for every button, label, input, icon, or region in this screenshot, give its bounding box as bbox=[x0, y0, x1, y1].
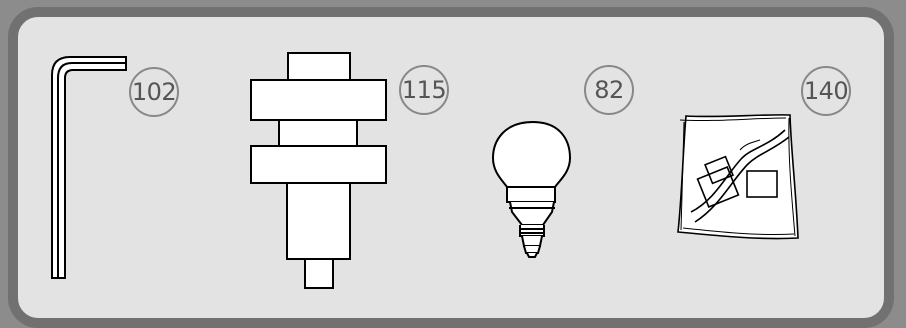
light-bulb-icon bbox=[491, 120, 572, 258]
part-number-115: 115 bbox=[399, 65, 449, 115]
part-number-102: 102 bbox=[129, 67, 179, 117]
part-number-82: 82 bbox=[584, 65, 634, 115]
part-number-140: 140 bbox=[801, 66, 851, 116]
sealed-bag-icon bbox=[677, 114, 799, 240]
allen-key-icon bbox=[51, 56, 127, 279]
shaft-spindle-icon bbox=[250, 52, 387, 289]
